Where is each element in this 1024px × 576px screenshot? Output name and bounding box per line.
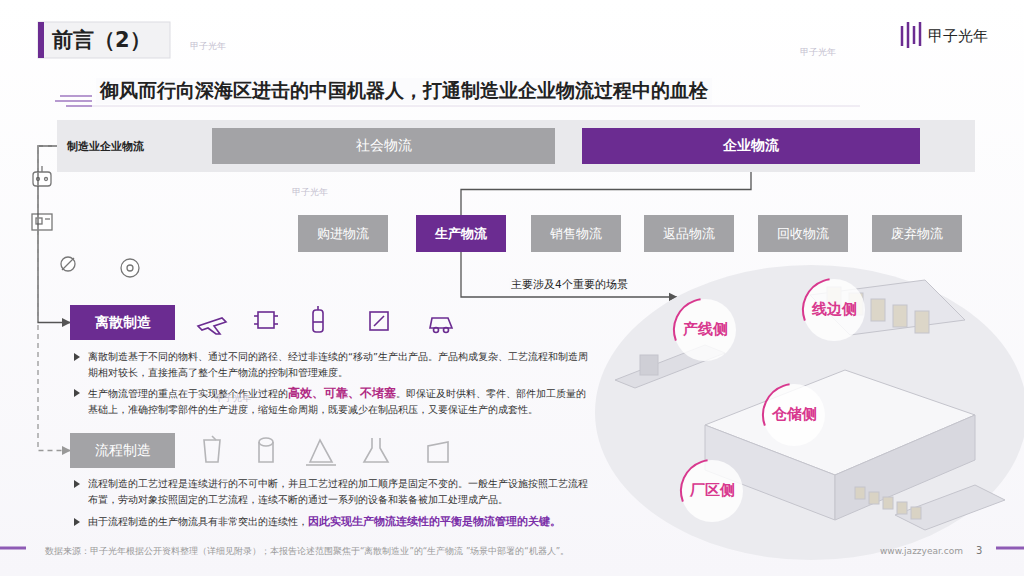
footer-url: www.jazzyear.com [880, 546, 963, 556]
footer-url-text: www.jazzyear.com [880, 546, 963, 556]
type-box: 离散制造 [70, 305, 175, 340]
bullet-text: 流程制造的工艺过程是连续进行的不可中断，并且工艺过程的加工顺序是固定不变的。一般… [88, 478, 588, 505]
logo-text-text: 甲子光年 [928, 27, 988, 45]
scene-arc [672, 451, 751, 530]
node-label: 流程制造 [95, 442, 151, 460]
scene-label: 仓储侧 [772, 405, 817, 424]
scene-arc [754, 375, 833, 454]
watermark-text: 甲子光年 [215, 393, 251, 403]
bullet-paragraph: 流程制造的工艺过程是连续进行的不可中断，并且工艺过程的加工顺序是固定不变的。一般… [88, 476, 588, 508]
bullet-paragraph: 由于流程制造的生产物流具有非常突出的连续性，因此实现生产物流连续性的平衡是物流管… [88, 514, 588, 530]
scene-ellipse: 产线侧 线边侧仓储侧厂区侧 [595, 265, 1024, 560]
process-box: 回收物流 [758, 215, 848, 252]
ellipse-ground [595, 265, 1024, 560]
factory-drawing [615, 280, 1005, 530]
edge-label-text: 主要涉及4个重要的场景 [511, 278, 628, 290]
bullet-text: 因此实现生产物流连续性的平衡是物流管理的关键。 [308, 515, 561, 528]
footer-source-text: 数据来源：甲子光年根据公开资料整理（详细见附录）；本报告论述范围聚焦于“离散制造… [45, 546, 569, 556]
watermark: 甲子光年 [215, 392, 251, 405]
bullet-text: 离散制造基于不同的物料、通过不同的路径、经过非连续的“移动”生产出产品。产品构成… [88, 351, 588, 378]
category-box: 社会物流 [212, 128, 555, 164]
bullet-paragraph: 离散制造基于不同的物料、通过不同的路径、经过非连续的“移动”生产出产品。产品构成… [88, 349, 588, 381]
watermark: 甲子光年 [190, 40, 226, 53]
node-label: 制造业企业物流 [67, 139, 144, 154]
connector [38, 146, 70, 323]
watermark-text: 甲子光年 [190, 41, 226, 51]
bullet-marker [74, 353, 80, 361]
watermark: 甲子光年 [292, 186, 328, 199]
scene-label: 厂区侧 [690, 481, 735, 500]
watermark-text: 甲子光年 [292, 187, 328, 197]
node-label: 离散制造 [95, 314, 151, 332]
group-band: 制造业企业物流 社会物流 企业物流 [57, 120, 975, 172]
node-label: 回收物流 [777, 225, 829, 243]
bullet-text: 生产物流管理的重点在于实现整个作业过程的 [88, 388, 288, 399]
scene-label: 产线侧 [683, 320, 728, 339]
type-box: 流程制造 [70, 433, 175, 468]
process-box: 返品物流 [644, 215, 734, 252]
subtitle-text: 御风而行向深海区进击的中国机器人，打通制造业企业物流过程中的血栓 [100, 79, 708, 101]
logo-text: 甲子光年 [928, 27, 988, 46]
node-label: 返品物流 [663, 225, 715, 243]
title-text: 前言（2） [52, 28, 151, 52]
process-box: 购进物流 [298, 215, 388, 252]
footer-source: 数据来源：甲子光年根据公开资料整理（详细见附录）；本报告论述范围聚焦于“离散制造… [45, 546, 569, 558]
watermark: 甲子光年 [800, 46, 836, 59]
scene-label: 线边侧 [812, 300, 857, 319]
process-box: 废弃物流 [872, 215, 962, 252]
page-number: 3 [976, 545, 982, 556]
subtitle: 御风而行向深海区进击的中国机器人，打通制造业企业物流过程中的血栓 [96, 78, 712, 104]
bullet-marker [74, 389, 80, 397]
node-label: 企业物流 [723, 137, 779, 155]
bullet-marker [74, 480, 80, 488]
connector [461, 252, 677, 297]
node-label: 生产物流 [435, 225, 487, 243]
connector [38, 146, 70, 451]
bullet-text: 由于流程制造的生产物流具有非常突出的连续性， [88, 516, 308, 527]
slide-title: 前言（2） [52, 26, 151, 54]
edge-label: 主要涉及4个重要的场景 [509, 278, 630, 292]
watermark-text: 甲子光年 [800, 47, 836, 57]
bullet-paragraph: 生产物流管理的重点在于实现整个作业过程的高效、可靠、不堵塞。即保证及时供料、零件… [88, 385, 588, 418]
node-label: 销售物流 [550, 225, 602, 243]
bullet-marker [74, 518, 80, 526]
node-label: 购进物流 [317, 225, 369, 243]
scene-arc [794, 270, 873, 349]
category-box: 企业物流 [582, 128, 920, 164]
node-label: 废弃物流 [891, 225, 943, 243]
node-label: 社会物流 [356, 137, 412, 155]
process-box: 生产物流 [416, 215, 506, 252]
process-box: 销售物流 [531, 215, 621, 252]
page-number-text: 3 [976, 545, 982, 556]
bullet-text: 高效、可靠、不堵塞 [288, 386, 396, 400]
scene-arc [665, 290, 744, 369]
